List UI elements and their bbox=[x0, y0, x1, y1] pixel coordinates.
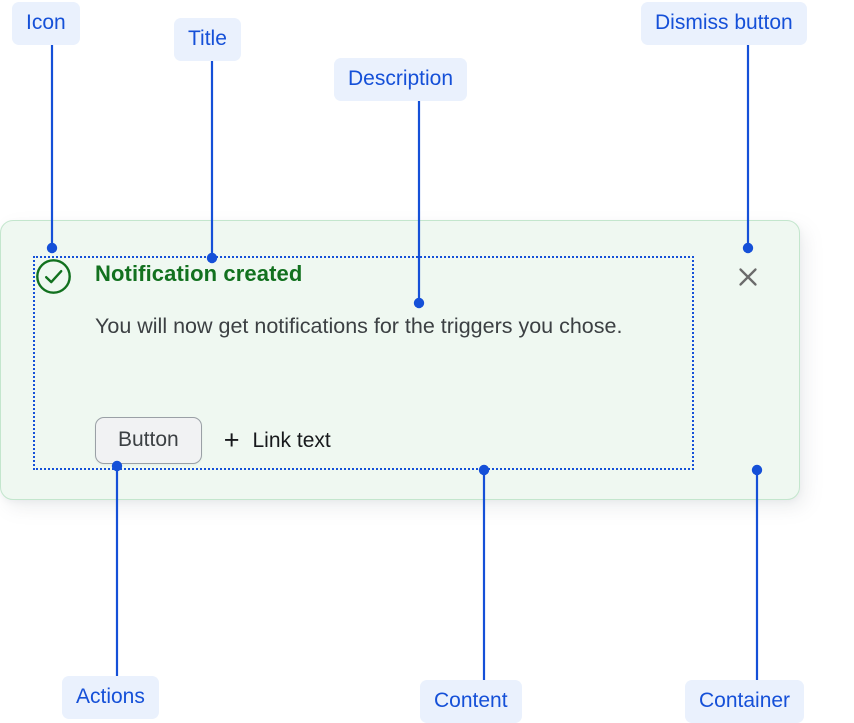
annotation-label-title: Title bbox=[174, 18, 241, 61]
action-link[interactable]: + Link text bbox=[224, 427, 331, 454]
notification-actions: Button + Link text bbox=[95, 417, 331, 464]
notification-title: Notification created bbox=[95, 261, 303, 286]
annotation-label-actions: Actions bbox=[62, 676, 159, 719]
annotation-label-description: Description bbox=[334, 58, 468, 101]
notification-description: You will now get notifications for the t… bbox=[95, 314, 623, 338]
close-icon bbox=[739, 268, 757, 286]
dismiss-button[interactable] bbox=[733, 262, 763, 292]
annotation-label-content: Content bbox=[420, 680, 522, 723]
annotation-label-container: Container bbox=[685, 680, 805, 723]
check-circle-icon bbox=[35, 258, 72, 295]
plus-icon: + bbox=[223, 425, 240, 455]
annotation-label-icon: Icon bbox=[12, 2, 80, 45]
notification-content-region bbox=[33, 256, 694, 470]
action-link-label: Link text bbox=[252, 428, 331, 452]
annotation-label-dismiss: Dismiss button bbox=[641, 2, 807, 45]
action-button[interactable]: Button bbox=[95, 417, 202, 464]
